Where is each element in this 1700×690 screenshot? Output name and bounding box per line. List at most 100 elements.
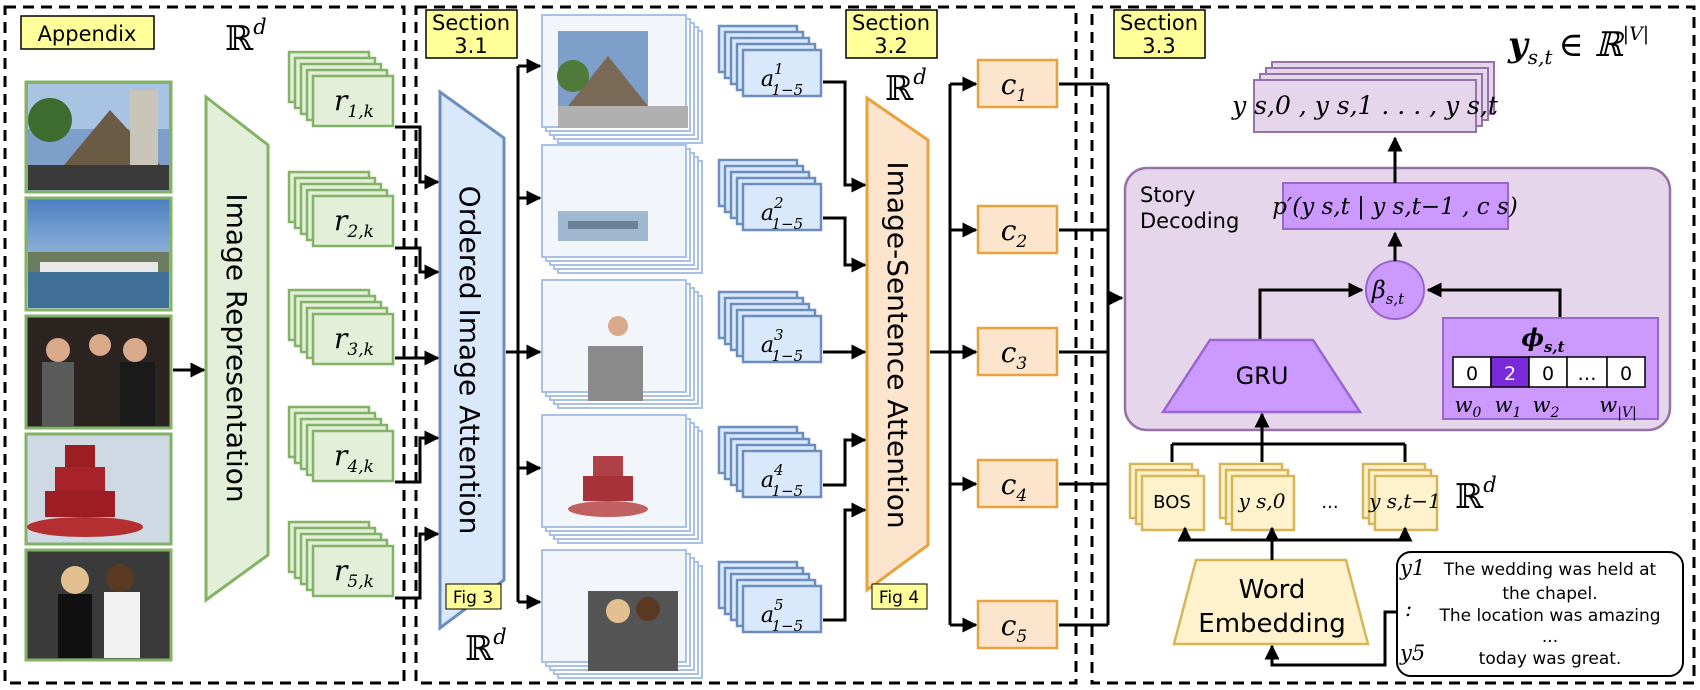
fig3-tag: Fig 3 — [453, 588, 493, 608]
svg-text:Section: Section — [1120, 11, 1198, 35]
r-feature-3: r3,k — [287, 288, 395, 366]
svg-text:ϕs,t: ϕs,t — [1521, 323, 1564, 356]
r-feature-2: r2,k — [287, 170, 395, 248]
image-sentence-attention-block: Image-Sentence Attention Fig 4 — [865, 95, 930, 610]
svg-text::: : — [1405, 597, 1412, 621]
label-section-3-2: Section 3.2 — [845, 9, 938, 59]
w-label-2: w1 — [1495, 393, 1522, 421]
label-appendix: Appendix — [20, 15, 155, 50]
onehot-cell-1: 0 — [1452, 356, 1492, 388]
r-feature-4: r4,k — [287, 405, 395, 483]
output-sequence-stack: y s,0 , y s,1 . . . , y s,t — [1231, 61, 1499, 133]
c-output-1: c1 — [976, 58, 1059, 109]
gru-block: GRU — [1160, 338, 1363, 414]
arrow-gru-to-beta — [1258, 282, 1364, 340]
svg-text:3.2: 3.2 — [874, 34, 907, 58]
svg-text:c3: c3 — [1001, 336, 1028, 374]
r-label: r4,k — [334, 439, 374, 477]
svg-text:today was great.: today was great. — [1479, 649, 1622, 669]
frame-section-3-3 — [1090, 5, 1696, 685]
svg-text:Image Representation: Image Representation — [220, 193, 253, 502]
decoder-input-2: y s,0 — [1218, 462, 1296, 532]
svg-text:a31−5: a31−5 — [761, 326, 803, 365]
onehot-cell-3: 0 — [1528, 356, 1568, 388]
attended-image-stack-5 — [541, 549, 703, 679]
svg-text:3.3: 3.3 — [1142, 34, 1175, 58]
r-label: r3,k — [334, 322, 374, 360]
arrow-phi-to-beta — [1426, 282, 1562, 318]
svg-text:Image-Sentence Attention: Image-Sentence Attention — [881, 161, 914, 528]
svg-text:c5: c5 — [1001, 609, 1028, 647]
c-output-5: c5 — [976, 599, 1059, 650]
image-representation-block: Image Representation — [204, 93, 270, 603]
svg-text:y5: y5 — [1399, 641, 1425, 665]
svg-text:…: … — [1578, 363, 1597, 385]
probability-box: p′(y s,t | y s,t−1 , c s) — [1272, 182, 1518, 230]
w-label-3: w2 — [1533, 393, 1560, 421]
svg-text:βs,t: βs,t — [1371, 276, 1405, 308]
svg-text:The location was amazing: The location was amazing — [1438, 606, 1660, 626]
onehot-cell-4: … — [1566, 356, 1608, 388]
attended-image-stack-3 — [541, 279, 703, 409]
attended-image-stack-4 — [541, 414, 703, 544]
svg-text:a41−5: a41−5 — [761, 461, 803, 500]
frame-appendix — [3, 5, 406, 685]
svg-text:a11−5: a11−5 — [761, 60, 803, 99]
svg-text:p′(y s,t | y s,t−1 , c s): p′(y s,t | y s,t−1 , c s) — [1272, 194, 1517, 220]
photo-harbor — [24, 196, 173, 312]
svg-text:Story: Story — [1140, 183, 1195, 207]
label-section-3-1: Section 3.1 — [425, 9, 518, 59]
photo-party — [24, 314, 173, 430]
r-label: r5,k — [334, 554, 374, 592]
svg-text:...: ... — [1542, 627, 1558, 647]
output-sequence-text: y s,0 , y s,1 . . . , y s,t — [1231, 91, 1499, 120]
photo-chapel — [24, 80, 173, 194]
svg-text:c4: c4 — [1001, 468, 1028, 506]
svg-text:y s,t−1: y s,t−1 — [1368, 489, 1441, 513]
arrow-a5-to-sentence-attention — [823, 502, 867, 622]
arrow-r2-to-attention — [395, 246, 440, 280]
photo-bride — [24, 548, 173, 662]
svg-text:c2: c2 — [1001, 214, 1028, 252]
arrow-a2-to-sentence-attention — [823, 216, 867, 273]
c-output-4: c4 — [976, 458, 1059, 509]
svg-text:Embedding: Embedding — [1198, 609, 1345, 639]
output-space-label: ys,t∈ ℝ|V| — [1507, 23, 1649, 69]
attended-image-stack-2 — [541, 144, 703, 274]
svg-text:Ordered Image Attention: Ordered Image Attention — [453, 186, 486, 535]
attended-image-stack-1 — [541, 14, 703, 144]
arrow-a4-to-sentence-attention — [823, 432, 867, 487]
w-label-4: w|V| — [1599, 393, 1637, 421]
w-label-1: w0 — [1455, 393, 1482, 421]
space-label-3-1: ℝd — [465, 625, 507, 669]
onehot-cell-5: 0 — [1606, 356, 1646, 388]
c-output-2: c2 — [976, 204, 1059, 255]
decoder-input-4: y s,t−1 — [1361, 462, 1441, 532]
arrow-r4-to-attention — [395, 430, 440, 484]
svg-text:Section: Section — [852, 11, 930, 35]
c-output-3: c3 — [976, 326, 1059, 377]
svg-text:a21−5: a21−5 — [761, 194, 803, 233]
fig4-tag: Fig 4 — [879, 588, 919, 608]
ordered-image-attention-block: Ordered Image Attention Fig 3 — [438, 89, 506, 631]
svg-text:the chapel.: the chapel. — [1502, 584, 1597, 604]
arrow-a1-to-sentence-attention — [823, 80, 867, 193]
svg-text:y s,0: y s,0 — [1237, 489, 1285, 513]
svg-text:Decoding: Decoding — [1140, 209, 1239, 233]
svg-text:y1: y1 — [1399, 556, 1425, 580]
beta-node: βs,t — [1365, 260, 1425, 320]
arrow-r5-to-attention — [395, 526, 440, 600]
svg-text:c1: c1 — [1001, 68, 1028, 106]
svg-text:2: 2 — [1504, 363, 1516, 385]
svg-text:0: 0 — [1620, 363, 1632, 385]
label-section-3-3: Section 3.3 — [1113, 9, 1206, 59]
svg-text:The wedding was held at: The wedding was held at — [1443, 560, 1657, 580]
onehot-cell-2: 2 — [1490, 356, 1530, 388]
